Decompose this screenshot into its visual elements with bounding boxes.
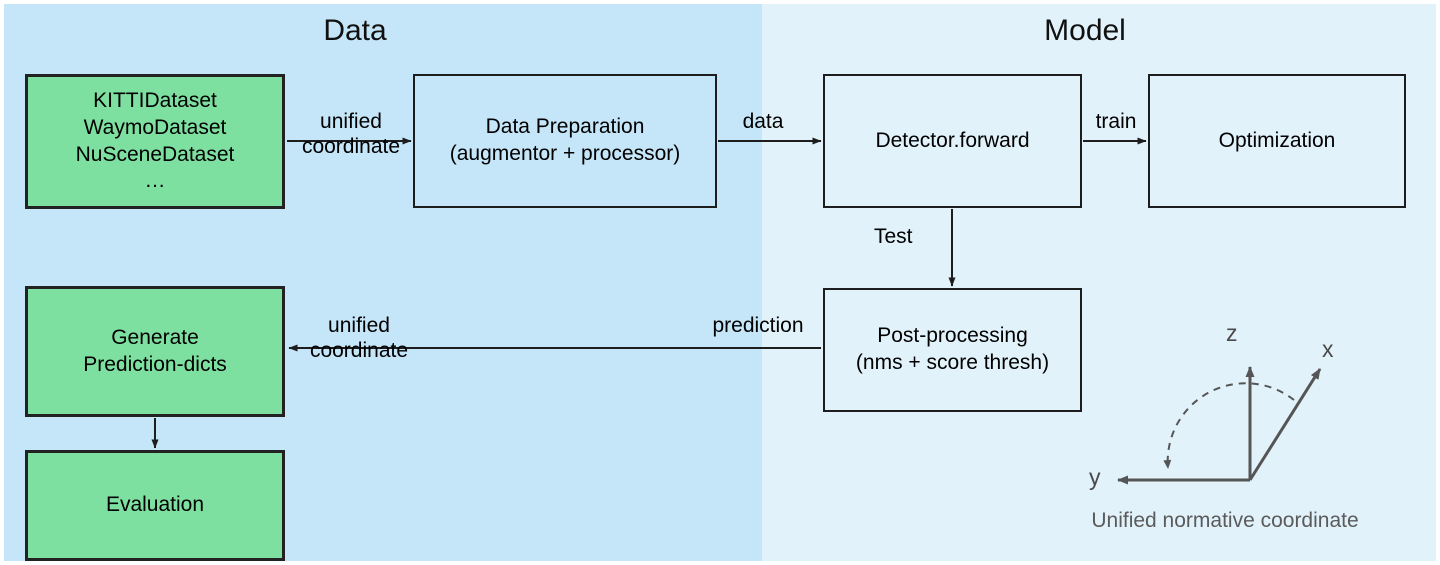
- edge-label-data: data: [742, 110, 784, 133]
- node-optimization[interactable]: Optimization: [1148, 74, 1406, 208]
- panel-title-model: Model: [1044, 14, 1126, 47]
- coord-axis-label-x: x: [1322, 336, 1334, 362]
- coord-system-caption: Unified normative coordinate: [1091, 509, 1359, 532]
- edge-label-unified-coordinate-bottom: unified coordinate: [309, 314, 409, 362]
- node-detector-forward[interactable]: Detector.forward: [823, 74, 1082, 208]
- edge-label-train: train: [1095, 110, 1137, 133]
- node-data-preparation[interactable]: Data Preparation (augmentor + processor): [413, 74, 717, 208]
- node-generate-prediction-dicts[interactable]: Generate Prediction-dicts: [25, 286, 285, 417]
- panel-model: [762, 4, 1436, 561]
- node-datasets[interactable]: KITTIDataset WaymoDataset NuSceneDataset…: [25, 74, 285, 209]
- edge-label-unified-coordinate-top: unified coordinate: [301, 110, 401, 158]
- node-post-processing[interactable]: Post-processing (nms + score thresh): [823, 288, 1082, 412]
- node-evaluation[interactable]: Evaluation: [25, 450, 285, 561]
- edge-label-prediction: prediction: [712, 314, 804, 337]
- coord-axis-label-y: y: [1089, 464, 1101, 490]
- edge-label-test: Test: [874, 225, 913, 248]
- coord-axis-label-z: z: [1226, 320, 1238, 346]
- panel-title-data: Data: [323, 14, 387, 47]
